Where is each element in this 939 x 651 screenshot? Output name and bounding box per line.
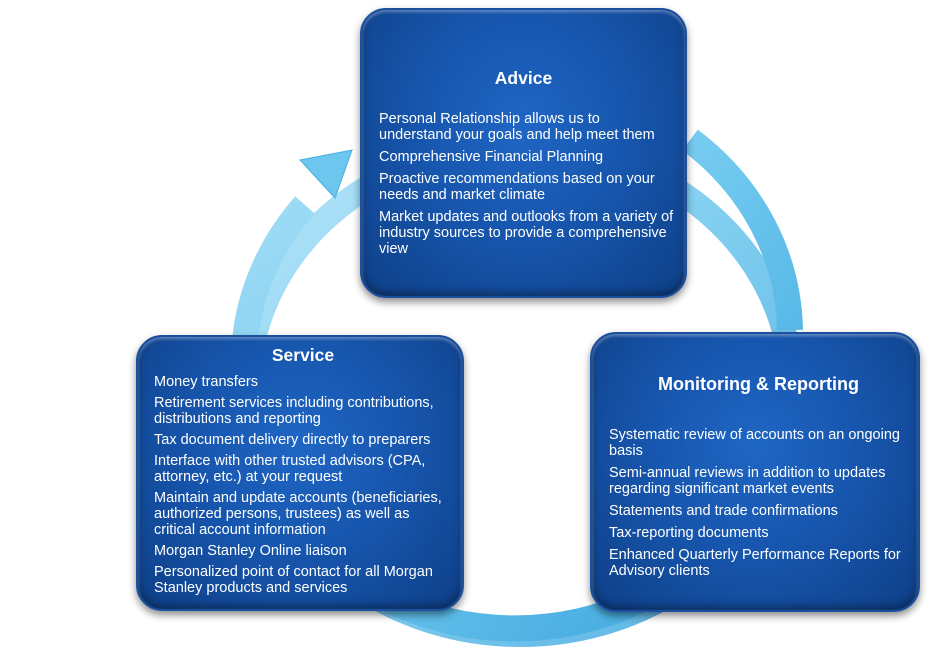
service-item: Tax document delivery directly to prepar… — [154, 432, 431, 448]
advice-item: Comprehensive Financial Planning — [379, 149, 604, 165]
advice-item: Proactive recommendations based on your … — [379, 171, 655, 203]
advice-box: Advice Personal Relationship allows us t… — [360, 8, 687, 298]
monitoring-title: Monitoring & Reporting — [658, 374, 859, 394]
service-item: Personalized point of contact for all Mo… — [154, 564, 433, 596]
advice-list: Personal Relationship allows us to under… — [379, 111, 675, 257]
advice-title: Advice — [494, 68, 553, 88]
arrow-head — [299, 149, 353, 199]
service-item: Money transfers — [154, 374, 258, 390]
monitoring-item: Systematic review of accounts on an ongo… — [609, 427, 900, 459]
advice-item: Personal Relationship allows us to under… — [379, 111, 655, 143]
service-list: Money transfers Retirement services incl… — [154, 374, 452, 596]
service-item: Maintain and update accounts (beneficiar… — [154, 490, 442, 538]
service-item: Retirement services including contributi… — [154, 395, 434, 427]
monitoring-item: Tax-reporting documents — [609, 525, 769, 541]
monitoring-item: Enhanced Quarterly Performance Reports f… — [609, 547, 901, 579]
monitoring-list: Systematic review of accounts on an ongo… — [609, 427, 908, 579]
monitoring-box: Monitoring & Reporting Systematic review… — [590, 332, 920, 612]
service-item: Morgan Stanley Online liaison — [154, 543, 347, 559]
service-title: Service — [271, 345, 335, 365]
monitoring-item: Semi-annual reviews in addition to updat… — [609, 465, 886, 497]
monitoring-item: Statements and trade confirmations — [609, 503, 838, 519]
service-item: Interface with other trusted advisors (C… — [154, 453, 426, 485]
service-box: Service Money transfers Retirement servi… — [136, 335, 464, 611]
advice-item: Market updates and outlooks from a varie… — [379, 209, 674, 257]
